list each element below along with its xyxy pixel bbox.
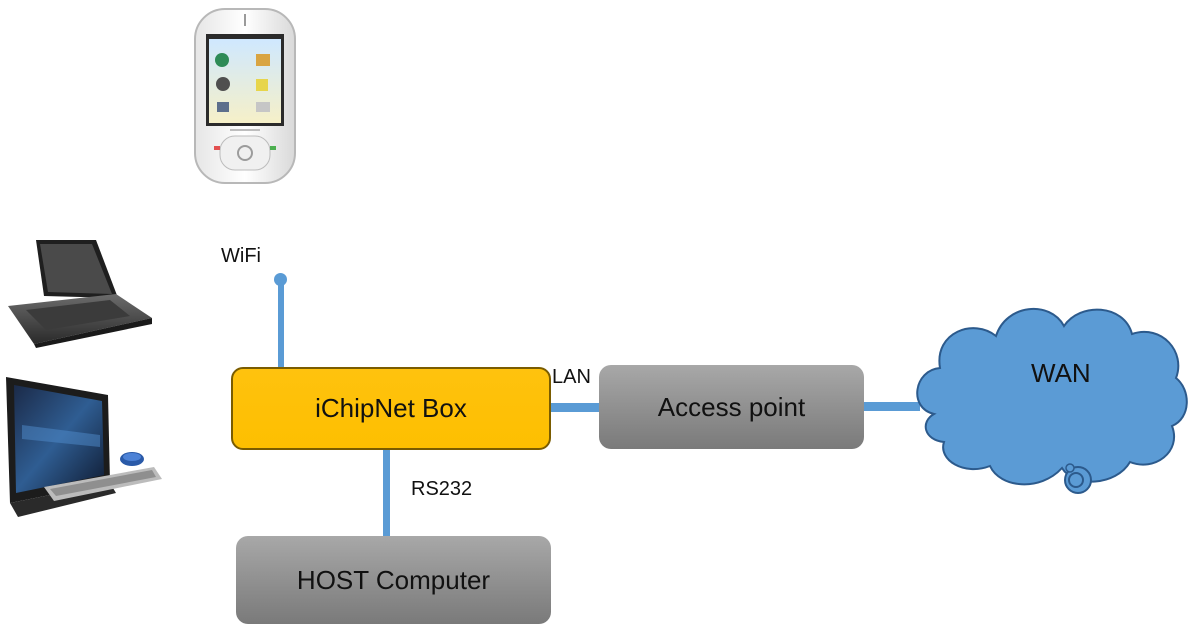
access-point-box: Access point bbox=[599, 365, 864, 449]
lan-label: LAN bbox=[552, 366, 591, 388]
wan-label: WAN bbox=[1031, 358, 1091, 388]
laptop-icon bbox=[8, 240, 152, 348]
wan-connector bbox=[864, 402, 920, 411]
lan-connector bbox=[551, 403, 600, 412]
host-computer-label: HOST Computer bbox=[296, 564, 491, 595]
rs232-connector bbox=[383, 450, 390, 538]
host-computer-box: HOST Computer bbox=[236, 536, 551, 624]
wifi-antenna-line bbox=[278, 283, 284, 369]
ichipnet-box: iChipNet Box bbox=[231, 367, 551, 450]
wifi-antenna-tip bbox=[274, 273, 287, 286]
access-point-label: Access point bbox=[657, 391, 806, 422]
ichipnet-box-label: iChipNet Box bbox=[315, 393, 467, 423]
desktop-computer-icon bbox=[6, 377, 162, 517]
wifi-label: WiFi bbox=[221, 245, 261, 267]
rs232-label: RS232 bbox=[411, 478, 473, 500]
smartphone-icon bbox=[194, 8, 296, 184]
wan-cloud-shape bbox=[916, 307, 1188, 494]
